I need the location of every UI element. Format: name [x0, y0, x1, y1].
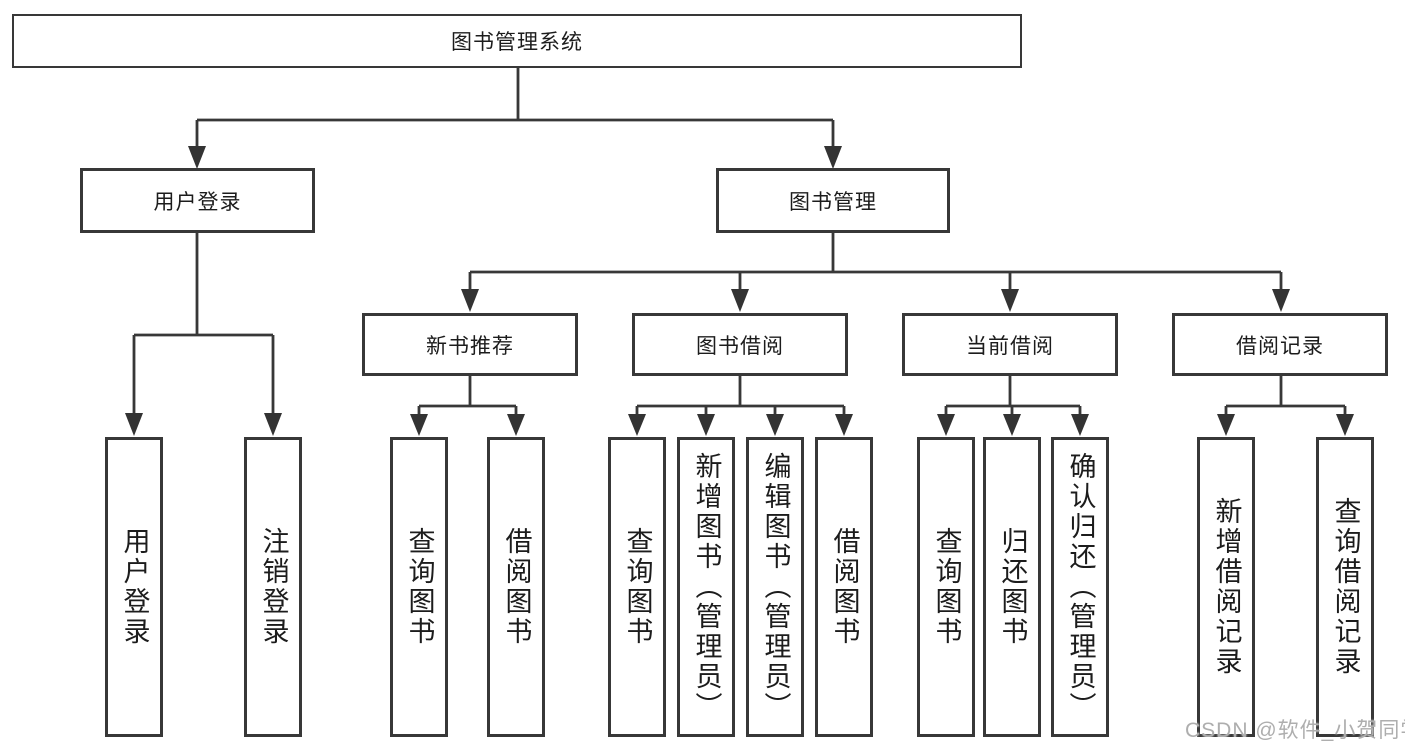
leaf-query-books-recommend: 查询图书 [390, 437, 448, 737]
leaf-confirm-return-admin: 确认归还（管理员） [1051, 437, 1109, 737]
leaf-query-borrow-record: 查询借阅记录 [1316, 437, 1374, 737]
leaf-logout: 注销登录 [244, 437, 302, 737]
leaf-add-book-admin: 新增图书（管理员） [677, 437, 735, 737]
node-book-borrowing: 图书借阅 [632, 313, 848, 376]
leaf-query-books-borrowing: 查询图书 [608, 437, 666, 737]
node-borrowing-records: 借阅记录 [1172, 313, 1388, 376]
leaf-query-books-current: 查询图书 [917, 437, 975, 737]
leaf-user-login: 用户登录 [105, 437, 163, 737]
leaf-add-borrow-record: 新增借阅记录 [1197, 437, 1255, 737]
node-current-borrowing: 当前借阅 [902, 313, 1118, 376]
leaf-edit-book-admin: 编辑图书（管理员） [746, 437, 804, 737]
leaf-return-book: 归还图书 [983, 437, 1041, 737]
node-new-book-recommend: 新书推荐 [362, 313, 578, 376]
node-root: 图书管理系统 [12, 14, 1022, 68]
csdn-watermark: CSDN @软件_小贺同学 [1185, 719, 1405, 742]
leaf-borrow-books-recommend: 借阅图书 [487, 437, 545, 737]
node-book-management: 图书管理 [716, 168, 950, 233]
leaf-borrow-books-borrowing: 借阅图书 [815, 437, 873, 737]
node-user-login: 用户登录 [80, 168, 315, 233]
arrowhead-icons [125, 146, 1354, 436]
